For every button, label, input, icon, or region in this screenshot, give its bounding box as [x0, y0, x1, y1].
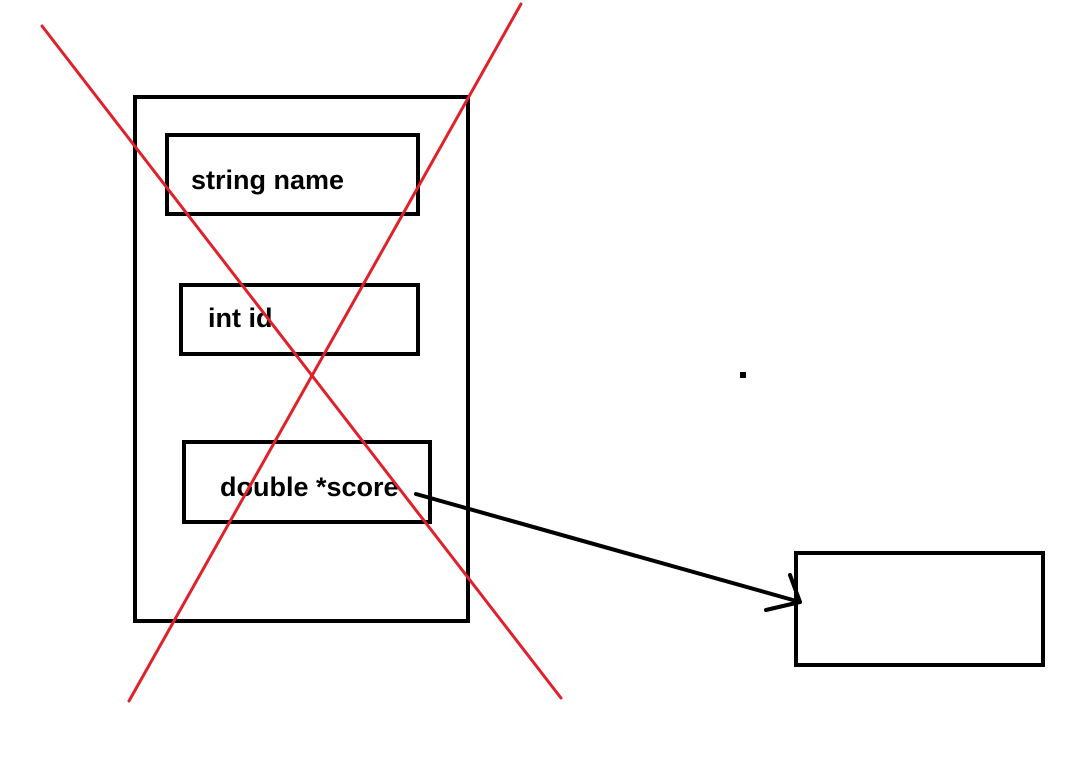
field-name-label: string name [191, 165, 345, 195]
pointer-arrow-line [414, 492, 802, 604]
stray-dot [740, 372, 746, 378]
field-score-label: double *score [220, 472, 399, 502]
pointed-memory-box [794, 551, 1045, 667]
field-id-label: int id [208, 303, 273, 333]
